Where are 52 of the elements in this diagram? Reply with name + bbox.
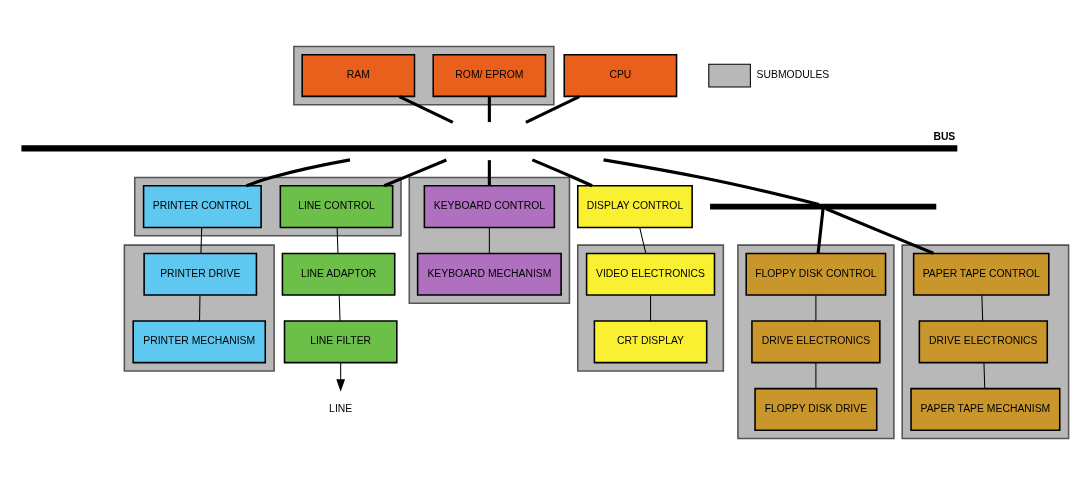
- node-box: DRIVE ELECTRONICS: [918, 320, 1049, 364]
- node-box: LINE ADAPTOR: [281, 252, 396, 296]
- connector: [815, 362, 817, 389]
- node-label: BUS: [933, 131, 956, 143]
- connector: [383, 158, 447, 188]
- node-box: RAM: [301, 54, 416, 98]
- node-box: FLOPPY DISK CONTROL: [745, 252, 887, 296]
- connector: [983, 362, 986, 389]
- cluster: [134, 176, 402, 237]
- connector: [338, 294, 341, 322]
- node-box: CPU: [563, 54, 678, 98]
- connector: [487, 96, 491, 123]
- node-text: LINE: [329, 403, 353, 414]
- connector: [531, 158, 593, 188]
- connector: [336, 227, 339, 254]
- connector: [981, 294, 984, 322]
- connector: [199, 294, 201, 322]
- node-box: LINE CONTROL: [279, 185, 394, 229]
- connector: [603, 158, 820, 207]
- legend-label: SUBMODULES: [756, 69, 830, 81]
- node-box: CRT DISPLAY: [593, 320, 708, 364]
- node-box: VIDEO ELECTRONICS: [585, 252, 716, 296]
- connector: [816, 208, 825, 254]
- node-box: PAPER TAPE MECHANISM: [910, 387, 1061, 431]
- connector: [650, 294, 652, 322]
- cluster: [901, 244, 1070, 440]
- connector: [825, 207, 934, 255]
- node-bar: [710, 203, 937, 210]
- connector: [815, 294, 817, 322]
- cluster: [577, 244, 725, 372]
- node-box: LINE FILTER: [283, 320, 398, 364]
- connector: [487, 160, 491, 186]
- node-box: PRINTER CONTROL: [142, 185, 262, 229]
- node-box: [21, 145, 958, 152]
- node-box: KEYBOARD CONTROL: [423, 185, 556, 229]
- connector: [639, 227, 647, 254]
- node-box: DRIVE ELECTRONICS: [751, 320, 881, 364]
- cluster: [293, 45, 555, 106]
- node-box: DISPLAY CONTROL: [577, 185, 693, 229]
- cluster: [737, 244, 895, 440]
- node-box: PRINTER MECHANISM: [132, 320, 267, 364]
- connector: [200, 227, 203, 254]
- cluster: [408, 176, 571, 305]
- cluster: [123, 244, 275, 372]
- connector: [488, 227, 490, 254]
- node-box: KEYBOARD MECHANISM: [416, 252, 562, 296]
- node-box: ROM/ EPROM: [432, 54, 547, 98]
- node-box: FLOPPY DISK DRIVE: [754, 387, 878, 431]
- node-box: PAPER TAPE CONTROL: [912, 252, 1050, 296]
- connector: [525, 95, 580, 124]
- connector: [398, 95, 454, 124]
- node-box: PRINTER DRIVE: [143, 252, 258, 296]
